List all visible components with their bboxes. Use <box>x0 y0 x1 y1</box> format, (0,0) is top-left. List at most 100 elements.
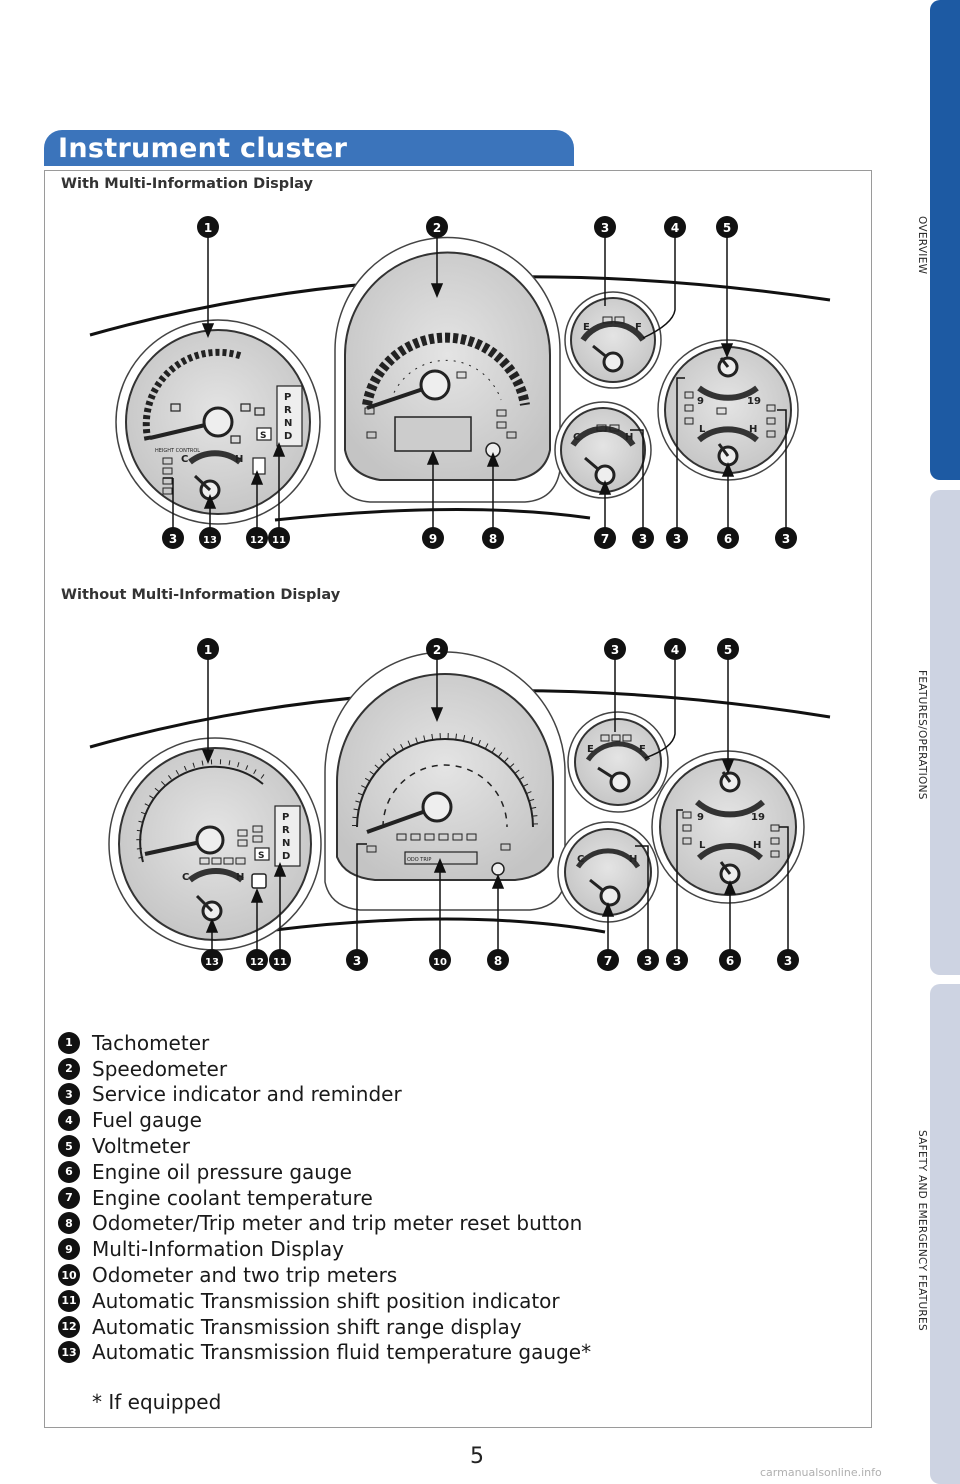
prnd-n: N <box>282 838 290 849</box>
callout-badge: 6 <box>726 954 734 968</box>
prnd-n: N <box>284 418 292 429</box>
legend-number: 4 <box>58 1109 80 1132</box>
side-tab-safety-label: SAFETY AND EMERGENCY FEATURES <box>916 1129 928 1331</box>
callout-badge: 6 <box>724 532 732 546</box>
fuel-gauge-face <box>574 718 662 806</box>
callout-badge: 11 <box>272 535 286 546</box>
side-tab-overview-label: OVERVIEW <box>916 215 928 275</box>
multi-information-display <box>394 416 472 452</box>
callout-badge: 4 <box>671 643 679 657</box>
callout-badge: 1 <box>204 643 212 657</box>
oil-low-label: L <box>699 424 706 435</box>
fuel-full-label: F <box>635 322 642 333</box>
page-number: 5 <box>470 1444 484 1469</box>
legend-number: 2 <box>58 1057 80 1080</box>
trans-temp-hot: H <box>236 872 244 883</box>
callout-badge: 3 <box>169 532 177 546</box>
side-tab-features[interactable] <box>930 490 960 975</box>
callout-badge: 2 <box>433 221 441 235</box>
trans-temp-cold: C <box>182 872 189 883</box>
legend-text: Voltmeter <box>92 1134 190 1159</box>
bottom-callouts-with: 3 13 12 11 9 8 7 3 3 6 3 <box>162 527 797 549</box>
legend-number: 10 <box>58 1264 80 1287</box>
top-callouts-without: 1 2 3 4 5 <box>197 638 739 660</box>
cluster-diagram-with-mid: P R N D S HEIGHT CONTROL C H E F C H <box>89 216 831 549</box>
fuel-empty-label: E <box>587 744 594 755</box>
legend-number: 6 <box>58 1160 80 1183</box>
trans-temp-hot: H <box>235 454 243 465</box>
odo-trip-label: ODO TRIP <box>407 857 431 863</box>
callout-badge: 7 <box>601 532 609 546</box>
callout-badge: 12 <box>250 957 264 968</box>
top-callouts-with: 1 2 3 4 5 <box>197 216 738 238</box>
prnd-p: P <box>282 812 289 823</box>
footnote: * If equipped <box>92 1390 222 1414</box>
volt-low-label: 9 <box>697 812 704 823</box>
callout-badge: 2 <box>433 643 441 657</box>
legend-text: Engine coolant temperature <box>92 1185 373 1210</box>
section-label-without-mid: Without Multi-Information Display <box>61 587 341 603</box>
callout-badge: 13 <box>203 535 217 546</box>
speedometer-face <box>336 673 554 881</box>
callout-badge: 5 <box>724 643 732 657</box>
legend-number: 9 <box>58 1238 80 1261</box>
volt-low-label: 9 <box>697 396 704 407</box>
legend-number: 3 <box>58 1083 80 1106</box>
prnd-r: R <box>284 405 292 416</box>
callout-badge: 3 <box>639 532 647 546</box>
oil-low-label: L <box>699 840 706 851</box>
legend-text: Odometer and two trip meters <box>92 1263 398 1288</box>
callout-badge: 7 <box>604 954 612 968</box>
legend-number: 8 <box>58 1212 80 1235</box>
fuel-gauge-face <box>570 297 656 383</box>
legend-text: Service indicator and reminder <box>92 1082 402 1107</box>
callout-badge: 3 <box>611 643 619 657</box>
legend-number: 7 <box>58 1186 80 1209</box>
oil-high-label: H <box>753 840 761 851</box>
callout-badge: 3 <box>353 954 361 968</box>
callout-badge: 13 <box>205 957 219 968</box>
legend-number: 13 <box>58 1341 80 1364</box>
volt-high-label: 19 <box>747 396 761 407</box>
trip-reset-button <box>491 862 505 876</box>
legend-text: Odometer/Trip meter and trip meter reset… <box>92 1211 583 1236</box>
prnd-r: R <box>282 825 290 836</box>
prnd-p: P <box>284 392 291 403</box>
callout-badge: 8 <box>489 532 497 546</box>
callout-badge: 9 <box>429 532 437 546</box>
callout-badge: 3 <box>673 954 681 968</box>
callout-badge: 3 <box>644 954 652 968</box>
legend-item: 7 Engine coolant temperature <box>58 1185 818 1211</box>
callout-badge: 3 <box>784 954 792 968</box>
trans-temp-cold: C <box>181 454 188 465</box>
legend-text: Fuel gauge <box>92 1108 202 1133</box>
coolant-hot-label: H <box>625 432 633 443</box>
callout-badge: 3 <box>673 532 681 546</box>
fuel-full-label: F <box>639 744 646 755</box>
legend-item: 4 Fuel gauge <box>58 1107 818 1133</box>
watermark: carmanualsonline.info <box>760 1466 882 1479</box>
side-tab-overview[interactable] <box>930 0 960 480</box>
legend-item: 3 Service indicator and reminder <box>58 1082 818 1108</box>
coolant-hot-label: H <box>629 854 637 865</box>
legend-item: 8 Odometer/Trip meter and trip meter rese… <box>58 1211 818 1237</box>
coolant-cold-label: C <box>577 854 584 865</box>
callout-badge: 12 <box>250 535 264 546</box>
oil-high-label: H <box>749 424 757 435</box>
legend-text: Automatic Transmission shift range displ… <box>92 1314 522 1339</box>
callout-badge: 10 <box>433 957 447 968</box>
height-control-label: HEIGHT CONTROL <box>155 448 200 454</box>
page-title: Instrument cluster <box>58 133 348 164</box>
side-tab-safety[interactable] <box>930 984 960 1484</box>
coolant-cold-label: C <box>573 432 580 443</box>
legend-text: Tachometer <box>92 1030 210 1055</box>
prnd-d: D <box>284 431 292 442</box>
fuel-empty-label: E <box>583 322 590 333</box>
sport-indicator: S <box>258 851 264 861</box>
callout-badge: 3 <box>601 221 609 235</box>
